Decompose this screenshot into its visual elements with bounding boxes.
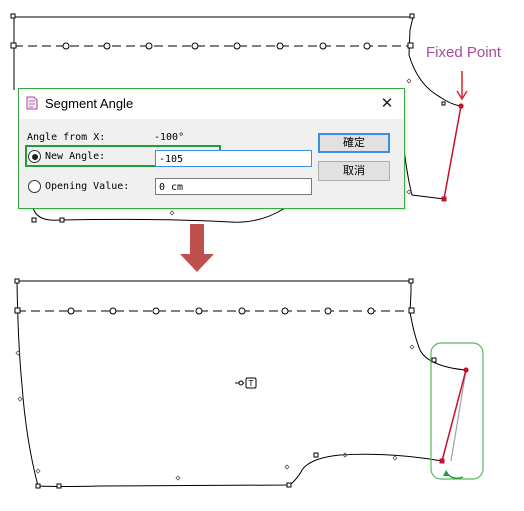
bottom-grading-point	[324, 307, 332, 315]
new-angle-label: New Angle:	[45, 151, 106, 162]
top-notch-marker	[406, 78, 412, 84]
dialog-titlebar[interactable]: Segment Angle ✕	[19, 89, 404, 119]
bottom-notch-marker	[15, 350, 21, 356]
top-grading-point	[319, 42, 327, 50]
bottom-pattern-bottom-edge	[37, 453, 443, 487]
top-pattern-outline	[14, 16, 461, 107]
bottom-corner-point	[14, 278, 20, 284]
top-fixed-point	[458, 103, 464, 109]
bottom-corner-point	[286, 482, 292, 488]
bottom-notch-marker	[175, 475, 181, 481]
bottom-original-segment	[450, 369, 467, 462]
top-grading-point	[363, 42, 371, 50]
top-grading-point	[103, 42, 111, 50]
fixed-point-label: Fixed Point	[426, 44, 502, 61]
bottom-pattern-outline	[17, 280, 466, 371]
top-grading-point	[233, 42, 241, 50]
bottom-notch-marker	[35, 468, 41, 474]
bottom-corner-point	[35, 483, 41, 489]
bottom-grading-point	[67, 307, 75, 315]
cancel-button[interactable]: 取消	[318, 161, 390, 181]
bottom-notch-marker	[342, 452, 348, 458]
top-grading-point	[62, 42, 70, 50]
close-icon[interactable]: ✕	[380, 94, 394, 112]
bottom-notch-marker	[284, 464, 290, 470]
top-notch-marker	[169, 210, 175, 216]
ok-button[interactable]: 確定	[318, 133, 390, 153]
segment-angle-dialog: Segment Angle ✕ Angle from X: -100° New …	[18, 88, 405, 209]
document-icon	[26, 96, 38, 110]
bottom-corner-point	[431, 357, 437, 363]
bottom-corner-point	[313, 452, 319, 458]
dialog-title: Segment Angle	[45, 96, 134, 111]
bottom-notch-marker	[392, 455, 398, 461]
bottom-highlight-box	[430, 342, 484, 480]
top-pattern-right-lower	[403, 140, 445, 200]
bottom-pattern-left-edge	[16, 280, 39, 487]
new-angle-radio[interactable]	[28, 150, 41, 163]
bottom-grading-point	[281, 307, 289, 315]
fixed-point-arrowhead	[456, 90, 468, 101]
top-corner-point	[441, 101, 446, 106]
bottom-red-segment	[441, 369, 467, 462]
bottom-grading-point	[367, 307, 375, 315]
top-moving-point	[441, 196, 447, 202]
bottom-grading-point	[152, 307, 160, 315]
bottom-corner-point	[408, 278, 414, 284]
top-corner-point	[409, 13, 415, 19]
bottom-moving-point	[439, 458, 445, 464]
top-notch-marker	[406, 189, 412, 195]
opening-value-input[interactable]: 0 cm	[155, 178, 312, 195]
bottom-fixed-point	[463, 367, 469, 373]
bottom-corner-point	[56, 483, 62, 489]
angle-from-x-value: -100°	[154, 132, 185, 143]
angle-from-x-label: Angle from X:	[27, 132, 106, 143]
top-corner-point	[59, 217, 65, 223]
opening-value-radio[interactable]	[28, 180, 41, 193]
bottom-grading-point	[109, 307, 117, 315]
top-corner-point	[407, 42, 414, 49]
rotation-arrowhead	[443, 470, 450, 476]
bottom-corner-point	[14, 307, 21, 314]
bottom-corner-point	[408, 307, 415, 314]
top-grading-point	[191, 42, 199, 50]
top-corner-point	[10, 13, 16, 19]
bottom-notch-marker	[17, 396, 23, 402]
top-corner-point	[10, 42, 17, 49]
opening-value-label: Opening Value:	[45, 181, 130, 192]
bottom-notch-marker	[409, 344, 415, 350]
top-pattern-bottom-edge	[32, 206, 286, 223]
top-grading-point	[145, 42, 153, 50]
top-red-segment	[443, 105, 462, 200]
bottom-grading-point	[195, 307, 203, 315]
svg-text:T: T	[248, 379, 254, 388]
top-corner-point	[31, 217, 37, 223]
text-marker-icon: T	[235, 377, 257, 389]
transition-arrow-icon	[180, 224, 214, 272]
top-grading-point	[276, 42, 284, 50]
bottom-grading-point	[238, 307, 246, 315]
new-angle-input[interactable]: -105	[155, 150, 312, 167]
